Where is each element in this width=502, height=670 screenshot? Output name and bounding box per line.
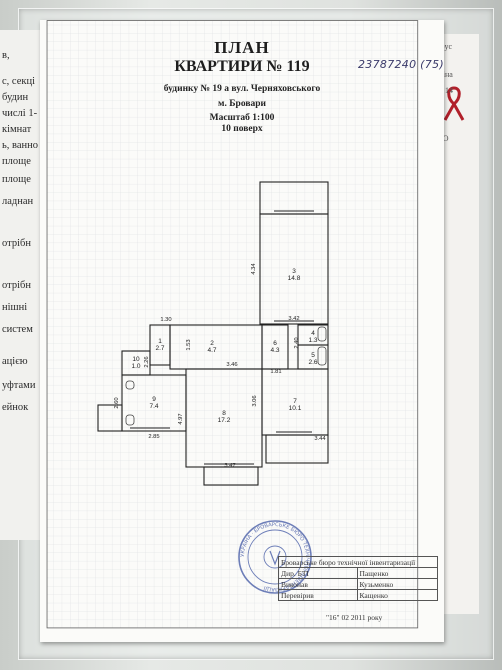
role-cell: Виконав: [278, 578, 358, 590]
role-cell: Перевірив: [278, 589, 358, 601]
issue-date: "16" 02 2011 року: [326, 613, 383, 622]
bath-fixture: [317, 346, 327, 366]
floor-line: 10 поверх: [221, 124, 263, 134]
left-doc-line: ладнан: [2, 196, 34, 207]
name-cell: Пащенко: [356, 567, 439, 579]
room-area-label: 7.4: [149, 403, 158, 410]
room-number-label: 2: [210, 340, 214, 347]
room-area-label: 1.0: [131, 363, 140, 370]
signature-table: Броварське бюро технічної інвентаризації…: [278, 556, 439, 601]
scale-line: Масштаб 1:100: [209, 113, 275, 123]
grid-frame: [46, 20, 419, 629]
room-number-label: 6: [273, 340, 277, 347]
room-number-label: 1: [158, 338, 162, 345]
floor-plan-drawing: 12.7 24.7 314.8 41.3 52.6 64.3 710.1 817.2 97.4 1…: [97, 181, 329, 486]
right-doc-line: л, 14: [437, 86, 453, 95]
left-doc-line: отрібн: [2, 238, 31, 249]
left-doc-line: нішні: [2, 302, 28, 313]
page-subtitle: КВАРТИРИ № 119: [174, 58, 310, 75]
dimension-label: 3.44: [314, 436, 326, 442]
dimension-label: 2.85: [148, 434, 159, 440]
room-number-label: 7: [293, 398, 297, 405]
dimension-label: 1.30: [160, 317, 171, 323]
balcony-top: [259, 181, 329, 215]
dimension-label: 4.97: [178, 413, 184, 424]
city-line: м. Бровари: [218, 99, 266, 109]
left-doc-line: уфтами: [2, 380, 36, 391]
bath-fixture: [125, 414, 135, 426]
left-doc-line: в,: [2, 50, 10, 61]
right-doc-line: Ціна: [437, 70, 453, 79]
room-number-label: 9: [152, 396, 156, 403]
name-cell: Кащенко: [356, 589, 439, 601]
floor-plan-sheet: 23787240 (75) ПЛАН КВАРТИРИ № 119 будинк…: [40, 20, 444, 642]
left-doc-line: кімнат: [2, 124, 32, 135]
left-loggia: [97, 404, 123, 432]
room-area-label: 10.1: [289, 405, 302, 412]
room-area-label: 2.6: [308, 359, 317, 366]
room-area-label: 17.2: [218, 417, 231, 424]
room-number-label: 5: [311, 352, 315, 359]
left-doc-line: с, секці: [2, 76, 35, 87]
dimension-label: 1.53: [186, 339, 192, 350]
left-doc-line: площе: [2, 156, 31, 167]
left-doc-line: числі 1-: [2, 108, 38, 119]
balcony-bottom: [203, 466, 259, 486]
bureau-name: Броварське бюро технічної інвентаризації: [278, 556, 438, 568]
dimension-label: 2.40: [294, 337, 300, 348]
dimension-label: 3.06: [252, 395, 258, 406]
dimension-label: 3.42: [288, 316, 299, 322]
left-doc-line: отрібн: [2, 280, 31, 291]
dimension-label: 2.26: [144, 356, 150, 367]
dimension-label: 1.81: [270, 369, 281, 375]
role-cell: Дир. БТІ: [278, 567, 358, 579]
left-doc-line: ейнок: [2, 402, 29, 413]
dimension-label: 3.46: [226, 362, 237, 368]
dimension-label: 4.34: [251, 263, 257, 275]
left-doc-line: ацією: [2, 356, 28, 367]
dimension-label: 3.47: [224, 463, 235, 469]
bath-fixture: [317, 326, 327, 342]
room-area-label: 14.8: [288, 275, 301, 282]
inventory-number: 23787240 (75): [358, 58, 444, 71]
room-area-label: 1.3: [308, 337, 317, 344]
bath-fixture: [125, 380, 135, 390]
red-ribbon-icon: [443, 86, 465, 121]
room-number-label: 4: [311, 330, 315, 337]
room-area-label: 4.7: [207, 347, 216, 354]
room-number-label: 8: [222, 410, 226, 417]
page-title: ПЛАН: [214, 38, 270, 57]
room-area-label: 4.3: [270, 347, 279, 354]
left-doc-line: систем: [2, 324, 33, 335]
dimension-label: 2.60: [114, 397, 120, 408]
room-number-label: 10: [132, 356, 140, 363]
left-doc-line: площе: [2, 174, 31, 185]
name-cell: Кузьменко: [356, 578, 439, 590]
room-area-label: 2.7: [155, 345, 164, 352]
right-doc-line: ерус: [437, 42, 452, 51]
address-line: будинку № 19 а вул. Черняховського: [163, 84, 321, 94]
left-doc-line: ь, ванно: [2, 140, 39, 151]
left-doc-line: будин: [2, 92, 29, 103]
room-number-label: 3: [292, 268, 296, 275]
